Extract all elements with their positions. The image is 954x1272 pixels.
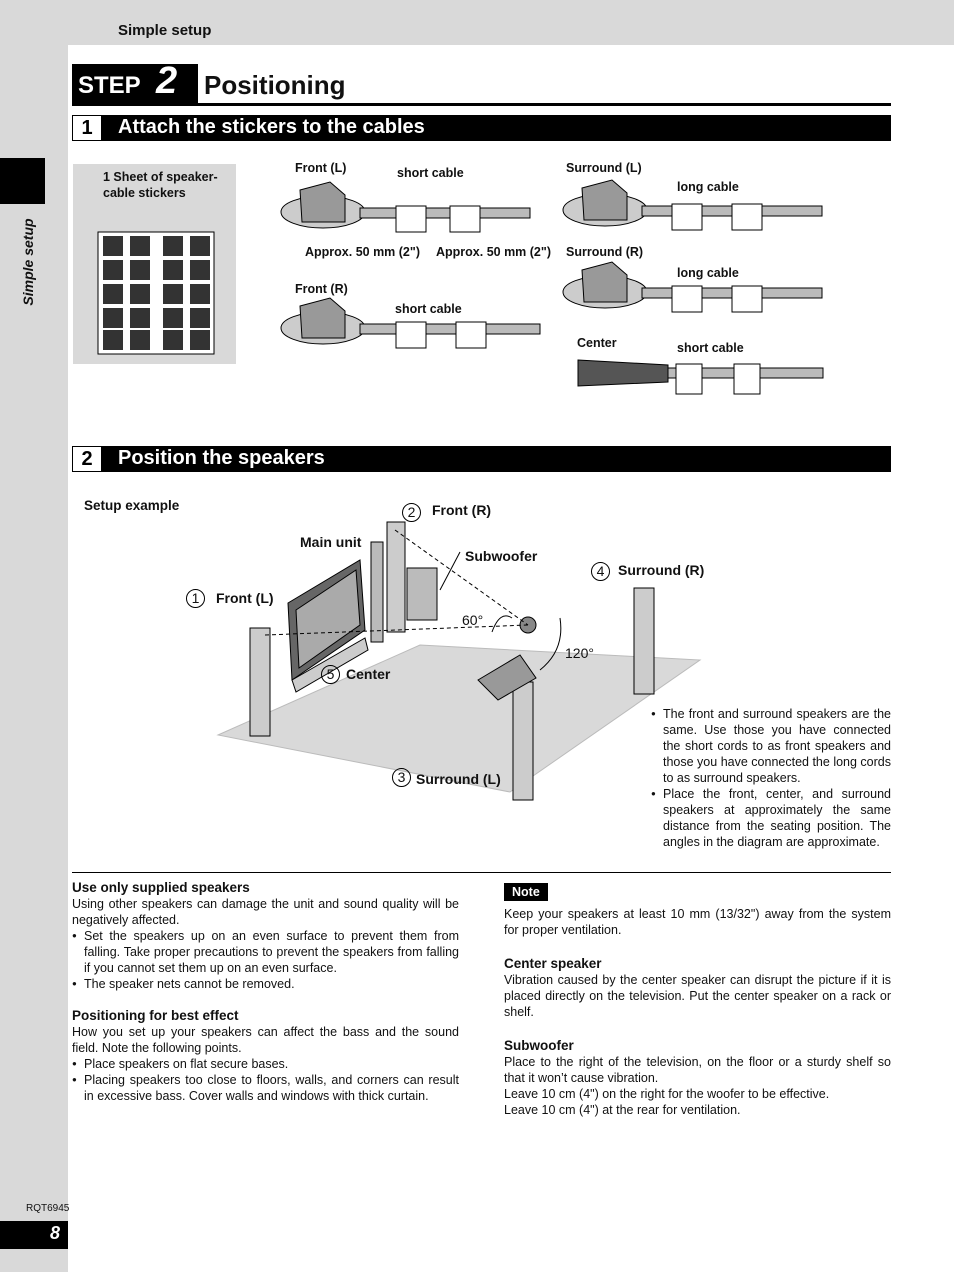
setup-example-label: Setup example <box>84 498 180 513</box>
speaker-2-label: Front (R) <box>432 502 492 518</box>
label-main-unit: Main unit <box>300 534 362 550</box>
label-short-cable-front-l: short cable <box>397 166 464 180</box>
label-subwoofer: Subwoofer <box>465 548 538 564</box>
speaker-1-number: 1 <box>186 589 205 608</box>
speaker-room-diagram <box>216 521 702 801</box>
cable-illustrations <box>280 179 824 395</box>
document-code: RQT6945 <box>26 1203 70 1214</box>
step-badge <box>72 64 198 105</box>
left-column: Use only supplied speakers Using other s… <box>72 880 459 1104</box>
running-header: Simple setup <box>118 22 212 39</box>
section-1-title: Attach the stickers to the cables <box>118 116 425 138</box>
para-center-speaker: Vibration caused by the center speaker c… <box>504 973 891 1019</box>
label-center-cable: Center <box>577 336 617 350</box>
speaker-4-label: Surround (R) <box>618 562 705 578</box>
heading-subwoofer: Subwoofer <box>504 1038 574 1053</box>
bullet-excessive-bass: Placing speakers too close to floors, wa… <box>72 1072 459 1104</box>
side-band <box>0 45 68 1272</box>
section-2-header: 2 Position the speakers <box>72 446 891 472</box>
right-column: Note Keep your speakers at least 10 mm (… <box>504 883 891 1118</box>
top-band <box>0 0 954 45</box>
speaker-3-label: Surround (L) <box>416 771 501 787</box>
section-1-header: 1 Attach the stickers to the cables <box>72 115 891 141</box>
para-best-effect: How you set up your speakers can affect … <box>72 1025 459 1055</box>
speaker-2-number: 2 <box>402 503 421 522</box>
positioning-note-2: Place the front, center, and surround sp… <box>651 786 891 850</box>
positioning-notes: The front and surround speakers are the … <box>651 706 891 850</box>
label-long-cable-surround-l: long cable <box>677 180 739 194</box>
section-2-title: Position the speakers <box>118 447 325 469</box>
speaker-1-label: Front (L) <box>216 590 274 606</box>
side-tab-marker <box>0 158 45 204</box>
label-front-l-cable: Front (L) <box>295 161 347 175</box>
section-1-number: 1 <box>72 115 102 141</box>
speaker-5-number: 5 <box>321 665 340 684</box>
heading-supplied-speakers: Use only supplied speakers <box>72 880 250 895</box>
step-badge-corner <box>182 64 198 105</box>
speaker-5-label: Center <box>346 666 391 682</box>
note-badge: Note <box>504 883 548 901</box>
para-ventilation: Keep your speakers at least 10 mm (13/32… <box>504 907 891 937</box>
label-long-cable-surround-r: long cable <box>677 266 739 280</box>
label-angle-120: 120° <box>565 645 594 661</box>
para-subwoofer-2: Leave 10 cm (4") on the right for the wo… <box>504 1087 830 1101</box>
label-surround-l-cable: Surround (L) <box>566 161 642 175</box>
step-number: 2 <box>156 60 178 102</box>
bullet-flat-bases: Place speakers on flat secure bases. <box>72 1056 459 1072</box>
step-title: Positioning <box>204 70 346 100</box>
positioning-note-1: The front and surround speakers are the … <box>651 706 891 786</box>
sticker-sheet-label: 1 Sheet of speaker-cable stickers <box>103 170 218 200</box>
label-angle-60: 60° <box>462 612 484 628</box>
page-number-box: 8 <box>0 1221 68 1249</box>
label-approx-1: Approx. 50 mm (2") <box>305 245 420 259</box>
label-front-r-cable: Front (R) <box>295 282 348 296</box>
step-rule <box>72 103 891 106</box>
heading-best-effect: Positioning for best effect <box>72 1008 239 1023</box>
label-surround-r-cable: Surround (R) <box>566 245 644 259</box>
bullet-even-surface: Set the speakers up on an even surface t… <box>72 928 459 976</box>
para-supplied-speakers: Using other speakers can damage the unit… <box>72 897 459 927</box>
speaker-4-number: 4 <box>591 562 610 581</box>
sticker-sheet-panel: 1 Sheet of speaker-cable stickers <box>73 164 236 364</box>
step-word: STEP <box>78 72 141 99</box>
divider <box>72 872 891 873</box>
para-subwoofer-3: Leave 10 cm (4") at the rear for ventila… <box>504 1103 741 1117</box>
heading-center-speaker: Center speaker <box>504 956 602 971</box>
bullet-speaker-nets: The speaker nets cannot be removed. <box>72 976 459 992</box>
section-2-number: 2 <box>72 446 102 472</box>
label-short-cable-center: short cable <box>677 341 744 355</box>
speaker-3-number: 3 <box>392 768 411 787</box>
para-subwoofer-1: Place to the right of the television, on… <box>504 1055 891 1085</box>
page-number: 8 <box>49 1223 60 1243</box>
sticker-sheet-illustration <box>97 231 215 355</box>
label-approx-2: Approx. 50 mm (2") <box>436 245 551 259</box>
label-short-cable-front-r: short cable <box>395 302 462 316</box>
